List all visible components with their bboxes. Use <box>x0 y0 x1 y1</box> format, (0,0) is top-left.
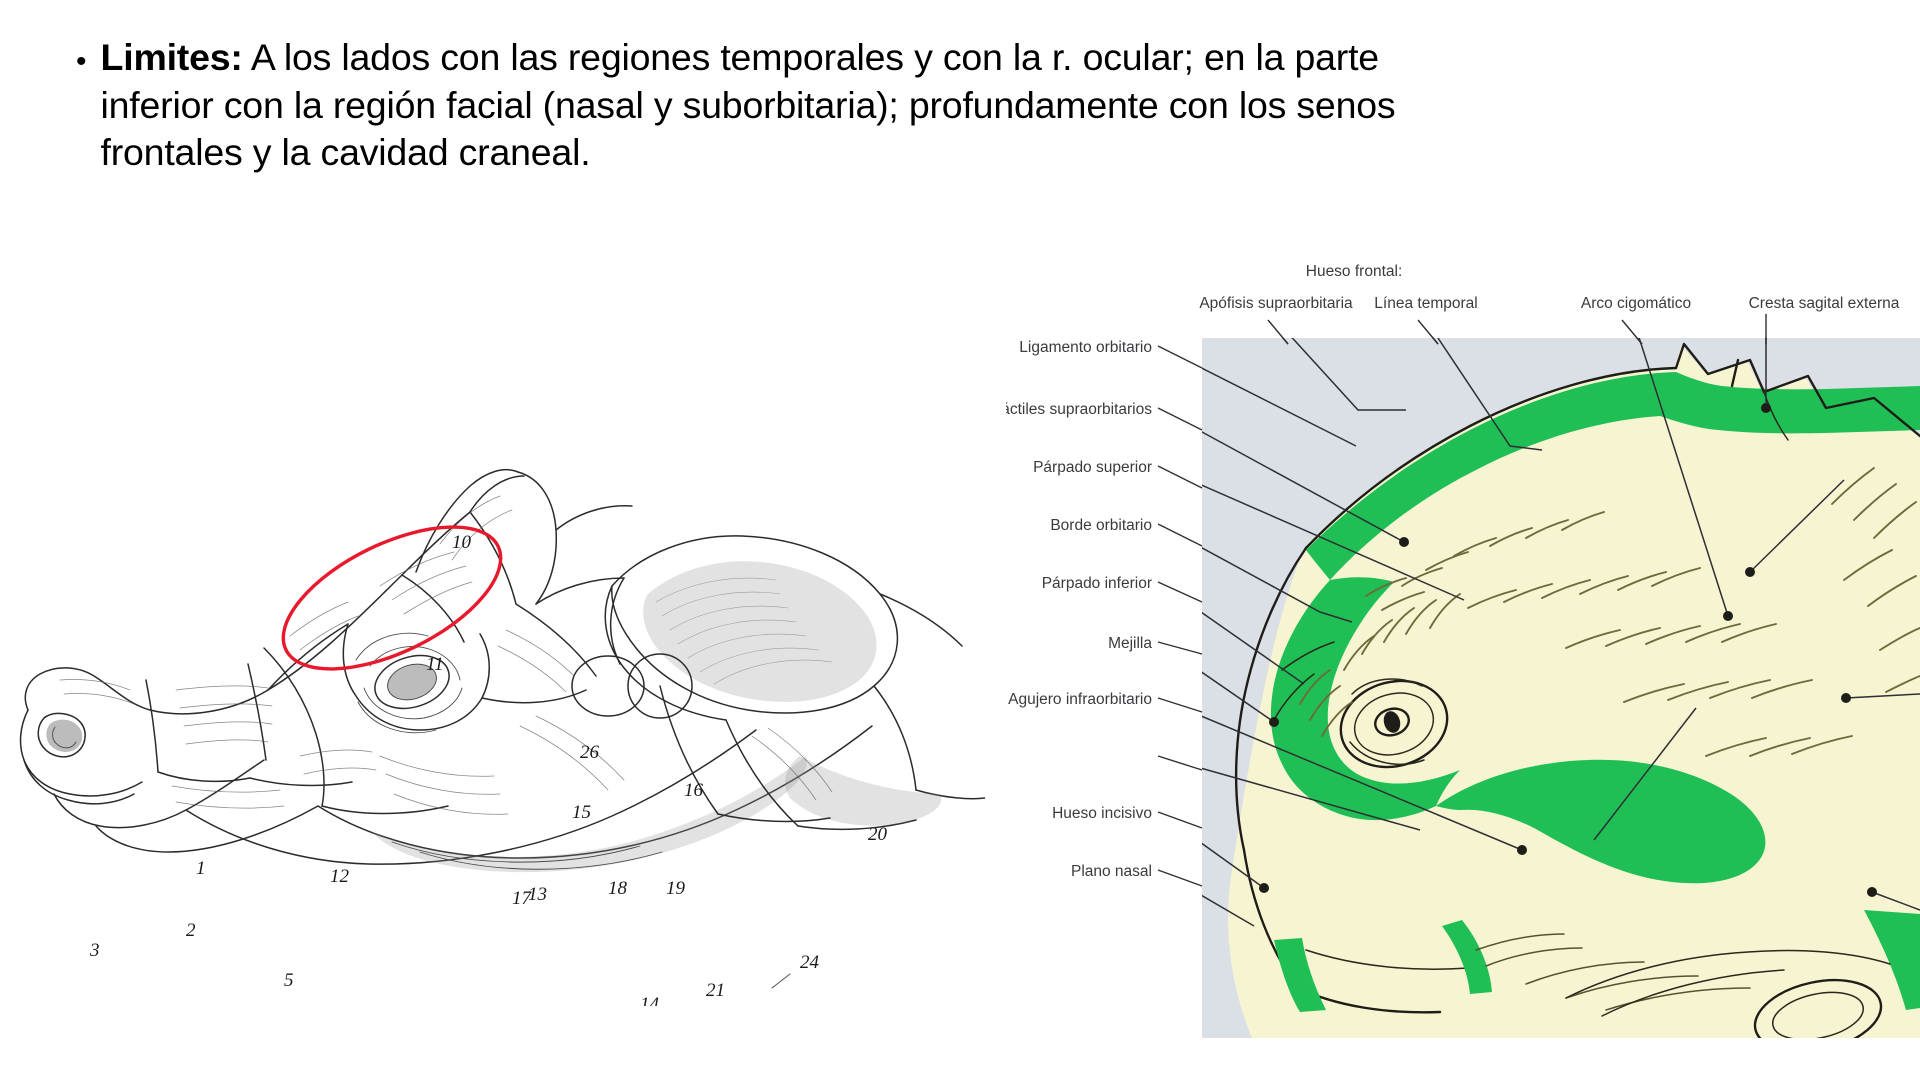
bullet-paragraph: Limites: A los lados con las regiones te… <box>101 34 1456 177</box>
bovine-head-anatomy-diagram: .bone{fill:#f7f4d2;} .grn{fill:#20bf55;}… <box>1006 250 1920 1050</box>
cow-head-regions-drawing: .ink{fill:none;stroke:#2b2b2b;stroke-wid… <box>0 286 985 1006</box>
label-borde-orbitario: Borde orbitario <box>1050 517 1152 534</box>
region-number-17: 17 <box>512 888 533 909</box>
bullet-row: • Limites: A los lados con las regiones … <box>76 34 1456 177</box>
region-number-14: 14 <box>640 994 660 1006</box>
bullet-body-text: A los lados con las regiones temporales … <box>100 36 1396 174</box>
label-parpado-superior: Párpado superior <box>1033 459 1152 476</box>
region-number-24: 24 <box>800 952 820 973</box>
region-number-3: 3 <box>89 940 100 961</box>
region-number-13: 13 <box>528 884 547 905</box>
region-number-21: 21 <box>706 980 725 1001</box>
label-plano-nasal: Plano nasal <box>1071 863 1152 880</box>
label-apofisis-supraorbitaria: Apófisis supraorbitaria <box>1199 295 1353 312</box>
label-pelos-tactiles-supraorbitarios: Pelos táctiles supraorbitarios <box>1006 401 1152 418</box>
label-ligamento-orbitario: Ligamento orbitario <box>1019 339 1152 356</box>
label-linea-temporal: Línea temporal <box>1374 295 1477 312</box>
bullet-marker: • <box>76 45 87 78</box>
label-hueso-frontal-group: Hueso frontal: <box>1306 263 1403 280</box>
region-number-5: 5 <box>284 970 294 991</box>
region-number-15: 15 <box>572 802 591 823</box>
leader-stubs <box>1157 314 1767 887</box>
label-mejilla: Mejilla <box>1108 635 1152 652</box>
region-number-20: 20 <box>868 824 888 845</box>
region-number-18: 18 <box>608 878 628 899</box>
region-number-26: 26 <box>580 742 600 763</box>
region-number-11: 11 <box>426 654 444 675</box>
red-ellipse-annotation <box>281 525 503 671</box>
label-agujero-infraorbitario: Agujero infraorbitario <box>1008 691 1152 708</box>
bullet-lead-label: Limites: <box>100 36 243 78</box>
eye-orbit <box>1339 678 1449 769</box>
region-number-19: 19 <box>666 878 686 899</box>
region-number-10: 10 <box>452 532 472 553</box>
label-cresta-sagital-externa: Cresta sagital externa <box>1749 295 1900 312</box>
bullet-text-block: • Limites: A los lados con las regiones … <box>76 34 1456 177</box>
region-number-12: 12 <box>330 866 350 887</box>
region-number-1: 1 <box>196 858 206 879</box>
label-hueso-incisivo: Hueso incisivo <box>1052 805 1152 822</box>
label-arco-cigomatico: Arco cigomático <box>1581 295 1691 312</box>
region-number-2: 2 <box>186 920 196 941</box>
region-number-16: 16 <box>684 780 704 801</box>
label-parpado-inferior: Párpado inferior <box>1042 575 1152 592</box>
